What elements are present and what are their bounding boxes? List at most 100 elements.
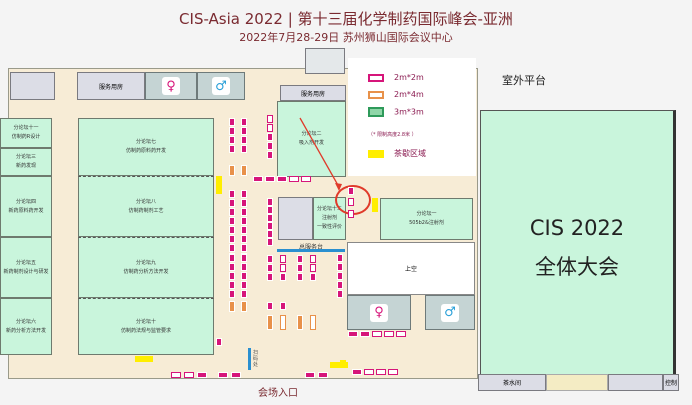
booth[interactable] <box>280 273 286 281</box>
booth[interactable] <box>231 372 241 378</box>
booth[interactable] <box>348 331 358 337</box>
booth[interactable] <box>229 190 235 198</box>
booth[interactable] <box>301 176 311 182</box>
booth[interactable] <box>241 272 247 280</box>
booth[interactable] <box>267 206 273 214</box>
booth[interactable] <box>197 372 207 378</box>
booth[interactable] <box>337 290 343 298</box>
booth[interactable] <box>229 290 235 298</box>
forum-5[interactable]: 分论坛五新药制剂设计与研发 <box>0 237 52 298</box>
booth[interactable] <box>229 272 235 280</box>
booth[interactable] <box>267 230 273 238</box>
booth[interactable] <box>218 372 228 378</box>
booth[interactable] <box>310 315 316 330</box>
booth[interactable] <box>267 302 273 310</box>
booth[interactable] <box>241 199 247 207</box>
booth[interactable] <box>184 372 194 378</box>
booth[interactable] <box>337 281 343 289</box>
booth[interactable] <box>229 235 235 243</box>
booth[interactable] <box>229 208 235 216</box>
booth[interactable] <box>388 369 398 375</box>
booth[interactable] <box>229 254 235 262</box>
booth[interactable] <box>305 372 315 378</box>
booth[interactable] <box>297 315 303 330</box>
forum-7[interactable]: 分论坛七仿制药原料药开发 <box>78 118 214 176</box>
booth[interactable] <box>241 263 247 271</box>
booth[interactable] <box>241 301 247 312</box>
booth[interactable] <box>372 331 382 337</box>
booth[interactable] <box>267 124 273 132</box>
scan-desk[interactable] <box>248 348 251 370</box>
booth[interactable] <box>241 281 247 289</box>
booth[interactable] <box>229 165 235 176</box>
booth[interactable] <box>267 142 273 150</box>
booth[interactable] <box>229 263 235 271</box>
booth[interactable] <box>241 145 247 153</box>
booth[interactable] <box>376 369 386 375</box>
booth[interactable] <box>267 315 273 330</box>
booth[interactable] <box>348 187 354 195</box>
booth[interactable] <box>267 214 273 222</box>
booth[interactable] <box>241 136 247 144</box>
booth[interactable] <box>229 199 235 207</box>
booth[interactable] <box>241 165 247 176</box>
booth[interactable] <box>241 127 247 135</box>
booth[interactable] <box>310 255 316 263</box>
booth[interactable] <box>171 372 181 378</box>
booth[interactable] <box>280 302 286 310</box>
booth[interactable] <box>337 254 343 262</box>
booth[interactable] <box>277 176 287 182</box>
booth[interactable] <box>267 133 273 141</box>
booth[interactable] <box>289 176 299 182</box>
service-desk[interactable] <box>277 249 345 252</box>
booth[interactable] <box>280 315 286 330</box>
forum-11[interactable]: 分论坛十一仿制药R设计 <box>0 118 52 148</box>
forum-3[interactable]: 分论坛三新药发现 <box>0 148 52 176</box>
booth[interactable] <box>229 226 235 234</box>
booth[interactable] <box>352 369 362 375</box>
booth[interactable] <box>241 217 247 225</box>
booth[interactable] <box>348 210 354 218</box>
booth[interactable] <box>229 281 235 289</box>
booth[interactable] <box>267 198 273 206</box>
booth[interactable] <box>348 198 354 206</box>
booth[interactable] <box>267 151 273 159</box>
booth[interactable] <box>310 264 316 272</box>
booth[interactable] <box>241 226 247 234</box>
booth[interactable] <box>384 331 394 337</box>
booth[interactable] <box>229 118 235 126</box>
booth[interactable] <box>310 273 316 281</box>
plenary-hall[interactable]: CIS 2022 全体大会 <box>480 110 676 376</box>
booth[interactable] <box>280 264 286 272</box>
booth[interactable] <box>229 301 235 312</box>
booth[interactable] <box>241 244 247 252</box>
booth[interactable] <box>229 127 235 135</box>
booth[interactable] <box>229 217 235 225</box>
booth[interactable] <box>337 272 343 280</box>
booth[interactable] <box>229 145 235 153</box>
booth[interactable] <box>267 115 273 123</box>
hall-doors[interactable] <box>546 374 608 391</box>
booth[interactable] <box>241 118 247 126</box>
booth[interactable] <box>396 331 406 337</box>
booth[interactable] <box>267 273 273 281</box>
booth[interactable] <box>265 176 275 182</box>
booth[interactable] <box>253 176 263 182</box>
forum-4[interactable]: 分论坛四新药原料药开发 <box>0 176 52 237</box>
booth[interactable] <box>267 238 273 246</box>
booth[interactable] <box>297 255 303 263</box>
booth[interactable] <box>241 235 247 243</box>
booth[interactable] <box>241 254 247 262</box>
booth[interactable] <box>337 263 343 271</box>
forum-8[interactable]: 分论坛八仿制药制剂工艺 <box>78 176 214 237</box>
booth[interactable] <box>318 372 328 378</box>
booth[interactable] <box>297 273 303 281</box>
forum-9[interactable]: 分论坛九仿制药分析方法开发 <box>78 237 214 298</box>
booth[interactable] <box>267 264 273 272</box>
booth[interactable] <box>280 255 286 263</box>
booth[interactable] <box>267 255 273 263</box>
booth[interactable] <box>364 369 374 375</box>
forum-6[interactable]: 分论坛六新药分析方法开发 <box>0 298 52 355</box>
booth[interactable] <box>267 222 273 230</box>
